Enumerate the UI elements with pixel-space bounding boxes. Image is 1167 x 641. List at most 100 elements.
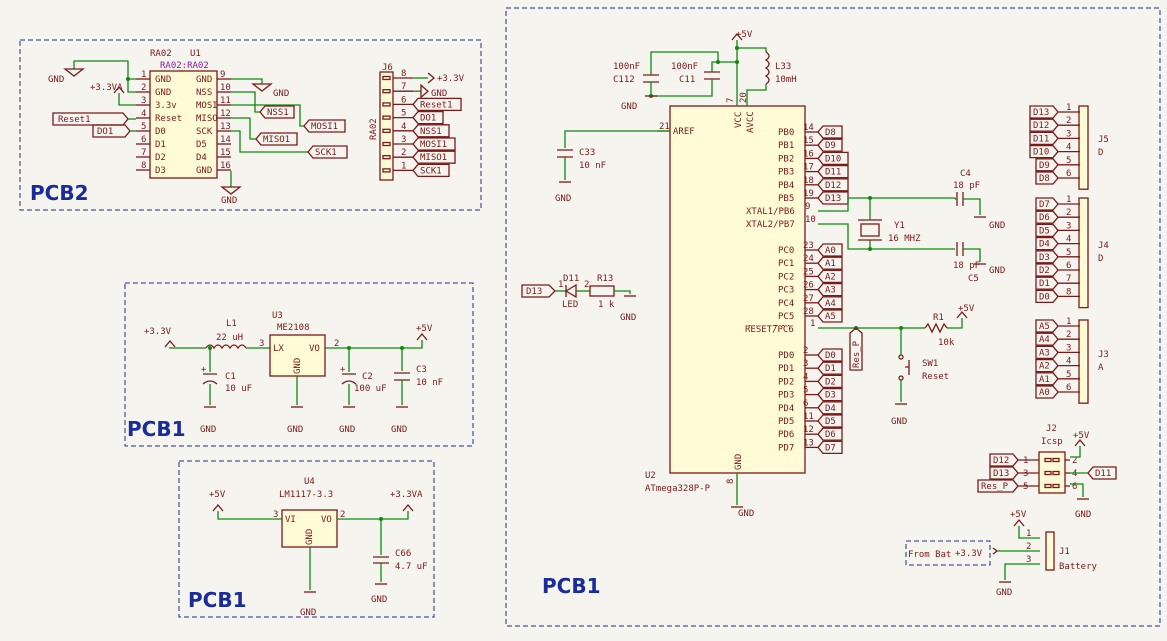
c112-value: 100nF — [613, 62, 640, 72]
u1-pin-num: 2 — [141, 83, 146, 93]
header-pin-num: 7 — [1066, 274, 1071, 284]
svg-text:A5: A5 — [1039, 322, 1050, 332]
l33-value: 10mH — [775, 75, 797, 85]
j1-5v-label: +5V — [1010, 510, 1027, 520]
pcb1-regulator-title: PCB1 — [127, 417, 186, 441]
ldo-3v3-label: +3.3VA — [390, 490, 423, 500]
u1-pin-name: MISO — [196, 114, 218, 124]
u1-pin-num: 15 — [220, 148, 231, 158]
svg-text:D9: D9 — [1039, 161, 1050, 171]
u2-pin-num: 18 — [803, 176, 814, 186]
u2-pin-num: 25 — [803, 267, 814, 277]
u2-pin-name: PB1 — [778, 141, 794, 151]
u2-body — [669, 105, 806, 474]
pcb1-main-title: PCB1 — [542, 574, 601, 598]
svg-text:8: 8 — [726, 479, 736, 484]
svg-text:A4: A4 — [825, 299, 836, 309]
c11-ref: C11 — [679, 75, 695, 85]
u1-miso1-label: MISO1 — [255, 132, 298, 146]
c4-capacitor — [956, 192, 964, 206]
header-pin-num: 8 — [1066, 287, 1071, 297]
u1-gnd16-symbol — [220, 186, 242, 195]
u2-net-label: D3 — [817, 387, 843, 402]
u2-pin-num: 26 — [803, 281, 814, 291]
u1-gnd9-symbol — [251, 83, 273, 92]
u2-pin-name: PC4 — [778, 299, 794, 309]
svg-text:A0: A0 — [1039, 388, 1050, 398]
u1-pin-num: 13 — [220, 122, 231, 132]
sw1-gnd-label: GND — [891, 417, 907, 427]
c66-capacitor — [373, 556, 389, 564]
svg-text:D8: D8 — [1039, 174, 1050, 184]
j6-body — [379, 71, 394, 181]
svg-text:D13: D13 — [825, 194, 841, 204]
u1-pin-name: GND — [196, 75, 212, 85]
svg-text:+: + — [340, 365, 346, 375]
header-pin-num: 5 — [1066, 248, 1071, 258]
u1-pin-num: 8 — [141, 161, 146, 171]
svg-text:MISO1: MISO1 — [263, 135, 290, 145]
u1-pin-name: D0 — [155, 127, 166, 137]
j2-pin-num: 5 — [1023, 482, 1028, 492]
u2-net-label: A4 — [817, 296, 843, 310]
u2-net-label: A3 — [817, 282, 843, 297]
u3-pin-lx: LX — [273, 344, 284, 354]
u1-pin-name: GND — [196, 166, 212, 176]
svg-text:D13: D13 — [526, 287, 542, 297]
svg-text:D13: D13 — [1033, 108, 1049, 118]
l33-ref: L33 — [775, 62, 791, 72]
c1-value: 10 uF — [225, 384, 252, 394]
u2-net-label: D13 — [817, 191, 849, 205]
j6-pin-num: 2 — [401, 148, 406, 158]
c66-gnd-label: GND — [371, 595, 387, 605]
pcb1-ldo-title: PCB1 — [188, 588, 247, 612]
u1-pin-name: D4 — [196, 153, 207, 163]
u2-pin-num: 4 — [803, 372, 808, 382]
u2-gnd-label: GND — [738, 509, 754, 519]
header-pin-num: 1 — [1066, 317, 1071, 327]
r13-ref: R13 — [597, 274, 613, 284]
u2-pin-name: PB3 — [778, 168, 794, 178]
j6-net-label: Reset1 — [412, 97, 462, 112]
header-pin-num: 1 — [1066, 103, 1071, 113]
svg-text:D4: D4 — [1039, 240, 1050, 250]
u2-xtal2-pin: XTAL2/PB7 — [746, 220, 795, 230]
header-pin-num: 3 — [1066, 221, 1071, 231]
svg-text:D7: D7 — [825, 443, 836, 453]
y1-ref: Y1 — [894, 221, 905, 231]
svg-text:D2: D2 — [1039, 266, 1050, 276]
u1-pin-num: 16 — [220, 161, 231, 171]
u1-pin-name: GND — [155, 88, 171, 98]
c4-ref: C4 — [960, 169, 971, 179]
pcb2-frame — [19, 39, 482, 211]
c1-ref: C1 — [225, 372, 236, 382]
u4-ref: U4 — [304, 477, 315, 487]
u1-pin-num: 12 — [220, 109, 231, 119]
u1-body — [149, 70, 218, 179]
c4-gnd-label: GND — [989, 221, 1005, 231]
j6-net-label: DO1 — [412, 110, 444, 125]
ldo-3v3-arrow — [402, 503, 414, 512]
svg-text:A3: A3 — [1039, 348, 1050, 358]
u2-pin-num: 15 — [803, 136, 814, 146]
u2-pin-num: 24 — [803, 254, 814, 264]
u2-pin-num: 19 — [803, 189, 814, 199]
c5-value: 18 pF — [953, 261, 980, 271]
svg-text:1: 1 — [810, 319, 815, 329]
u1-nss1-label: NSS1 — [259, 105, 295, 119]
ldo-5v-arrow — [212, 503, 224, 512]
svg-text:SCK1: SCK1 — [315, 148, 337, 158]
svg-text:DO1: DO1 — [420, 114, 436, 124]
u1-gnd2-wire — [127, 79, 136, 93]
c3-value: 10 nF — [416, 378, 443, 388]
j2-body — [1038, 451, 1066, 494]
c3-ref: C3 — [416, 365, 427, 375]
j2-net-label: D12 — [989, 453, 1019, 467]
u2-net-label: D1 — [817, 361, 843, 375]
c2-gnd-label: GND — [339, 425, 355, 435]
l1-value: 22 uH — [216, 333, 243, 343]
header-net-label: D0 — [1035, 289, 1059, 304]
